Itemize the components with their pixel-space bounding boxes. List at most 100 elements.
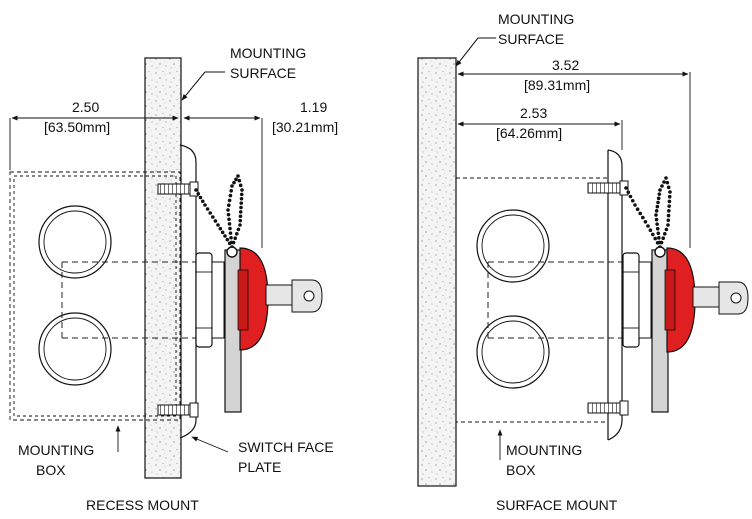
chain-bead bbox=[223, 234, 227, 238]
chain-bead bbox=[648, 228, 653, 232]
chain-bead bbox=[227, 222, 232, 226]
dim-2-53-value: 2.53 bbox=[520, 105, 547, 121]
chain-bead bbox=[200, 199, 205, 204]
knockout-circle bbox=[476, 315, 550, 389]
screw bbox=[157, 404, 193, 416]
plate-label-2: PLATE bbox=[238, 459, 281, 475]
hex-nut bbox=[195, 252, 213, 348]
chain-bead bbox=[233, 236, 237, 240]
chain-bead bbox=[657, 192, 662, 196]
surface-mounting-box bbox=[455, 177, 609, 423]
dim-1-19-metric: [30.21mm] bbox=[272, 119, 338, 135]
chain-bead bbox=[666, 223, 670, 227]
chain-bead bbox=[635, 207, 640, 211]
chain-ring bbox=[654, 246, 666, 258]
recess-title: RECESS MOUNT bbox=[86, 497, 199, 513]
chain-bead bbox=[196, 191, 201, 196]
chain-bead bbox=[664, 176, 668, 180]
chain-bead bbox=[237, 178, 242, 183]
chain-bead bbox=[667, 204, 671, 208]
chain-bead bbox=[239, 196, 244, 201]
chain-bead bbox=[228, 193, 233, 198]
chain-bead bbox=[216, 223, 220, 227]
knockout-circle bbox=[38, 205, 112, 279]
chain-bead bbox=[230, 184, 234, 188]
recess-surface-label-1: MOUNTING bbox=[230, 45, 306, 61]
chain-bead bbox=[668, 190, 672, 194]
chain-bead bbox=[666, 185, 671, 190]
chain-bead bbox=[225, 237, 230, 242]
recess-box-label-1: MOUNTING bbox=[18, 442, 94, 458]
chain-bead bbox=[666, 213, 671, 218]
chain-bead bbox=[655, 204, 660, 209]
screw bbox=[157, 183, 193, 195]
chain-bead bbox=[624, 186, 628, 190]
chain-bead bbox=[229, 235, 233, 240]
knockout-circle bbox=[38, 312, 112, 386]
chain-bead bbox=[236, 174, 240, 178]
chain-bead bbox=[660, 184, 664, 188]
chain-bead bbox=[626, 190, 631, 195]
chain-bead bbox=[641, 215, 645, 220]
surface-face-plate bbox=[607, 149, 623, 441]
chain-bead bbox=[651, 232, 655, 237]
surface-box-label-2: BOX bbox=[506, 462, 536, 478]
chain-bead bbox=[657, 240, 662, 245]
chain-bead bbox=[208, 211, 212, 215]
chain-bead bbox=[236, 227, 241, 232]
chain-bead bbox=[662, 180, 666, 184]
plate-label-1: SWITCH FACE bbox=[238, 439, 334, 455]
chain-bead bbox=[638, 211, 642, 216]
chain-bead bbox=[234, 177, 238, 182]
chain-bead bbox=[203, 203, 207, 207]
chain-bead bbox=[198, 195, 203, 200]
chain-bead bbox=[228, 231, 233, 235]
dim-2-50-value: 2.50 bbox=[72, 99, 99, 115]
chain-bead bbox=[227, 198, 232, 203]
surface-surface-label-1: MOUNTING bbox=[498, 11, 574, 27]
chain-bead bbox=[227, 203, 231, 207]
chain-bead bbox=[218, 226, 223, 231]
hex-nut bbox=[622, 252, 640, 348]
chain-bead bbox=[667, 199, 672, 204]
dim-2-53-metric: [64.26mm] bbox=[496, 125, 562, 141]
recess-box-label-2: BOX bbox=[36, 462, 66, 478]
chain-bead bbox=[628, 194, 633, 199]
chain-bead bbox=[238, 223, 242, 227]
chain-bead bbox=[238, 183, 243, 188]
chain-bead bbox=[633, 203, 637, 207]
chain-bead bbox=[663, 232, 667, 236]
chain-bead bbox=[235, 232, 239, 236]
chain-bead bbox=[655, 226, 660, 231]
chain-bead bbox=[654, 213, 658, 217]
bead-chain bbox=[194, 174, 244, 249]
chain-bead bbox=[229, 189, 233, 193]
recess-mounting-box bbox=[9, 171, 181, 421]
key-blade bbox=[692, 286, 720, 308]
chain-bead bbox=[238, 214, 243, 219]
chain-bead bbox=[646, 224, 650, 228]
chain-bead bbox=[226, 208, 230, 212]
dim-1-19-value: 1.19 bbox=[300, 99, 327, 115]
chain-bead bbox=[239, 201, 244, 205]
screw bbox=[587, 182, 623, 194]
chain-bead bbox=[226, 212, 231, 217]
screw bbox=[587, 402, 623, 414]
chain-ring bbox=[226, 246, 238, 258]
knockout-circle bbox=[476, 209, 550, 283]
chain-bead bbox=[656, 231, 661, 236]
chain-bead bbox=[667, 209, 671, 213]
recess-surface-label-2: SURFACE bbox=[230, 65, 296, 81]
recess-mount-view bbox=[9, 57, 323, 479]
chain-bead bbox=[238, 218, 243, 223]
chain-bead bbox=[240, 188, 244, 192]
chain-bead bbox=[655, 222, 659, 226]
chain-bead bbox=[232, 180, 236, 185]
chain-bead bbox=[194, 188, 198, 192]
chain-bead bbox=[658, 188, 662, 192]
surface-title: SURFACE MOUNT bbox=[496, 497, 618, 513]
chain-bead bbox=[205, 207, 210, 211]
dim-2-50-metric: [63.50mm] bbox=[44, 119, 110, 135]
chain-bead bbox=[213, 219, 218, 223]
